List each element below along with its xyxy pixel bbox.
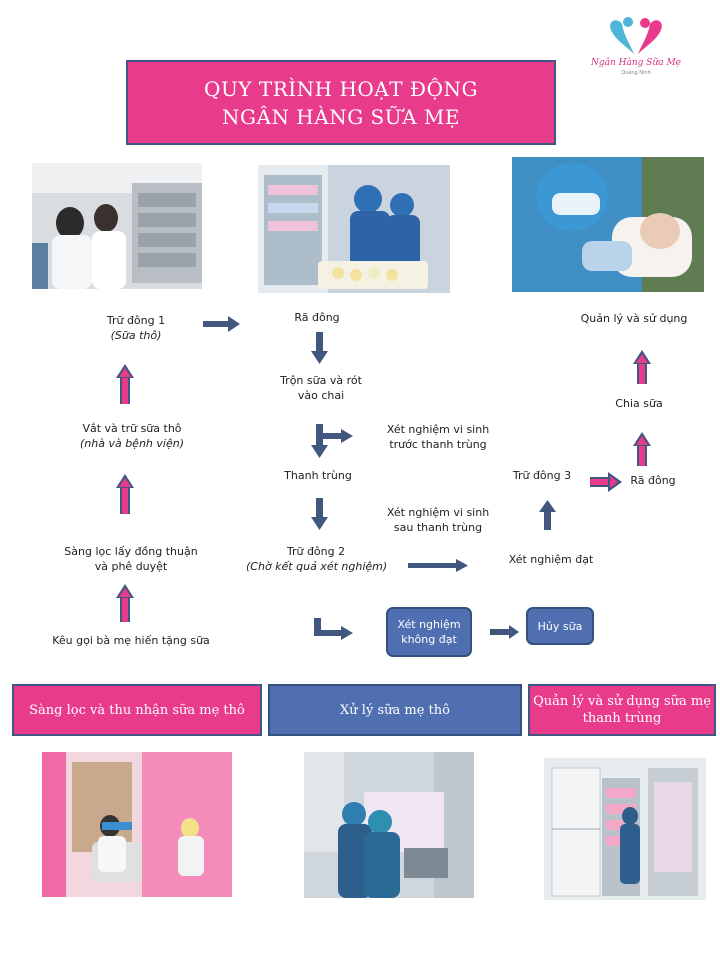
arrow-up-pink-5 xyxy=(633,350,651,384)
label-chia-sua: Chia sữa xyxy=(615,397,663,410)
arrow-up-blue xyxy=(539,500,556,530)
photo-screening-room xyxy=(42,752,232,897)
arrow-down-1 xyxy=(311,332,328,364)
label-keu-goi: Kêu gọi bà mẹ hiến tặng sữa xyxy=(52,634,210,647)
arrow-up-pink-3 xyxy=(116,584,134,622)
logo: Ngân Hàng Sữa Mẹ Quảng Ninh xyxy=(588,14,684,84)
arrow-down-branch xyxy=(311,424,353,458)
label-quan-ly-su-dung: Quản lý và sử dụng xyxy=(580,312,688,325)
label-xn-sau-thanh-trung: Xét nghiệm vi sinh sau thanh trùng xyxy=(386,506,490,534)
label-tron-sua: Trộn sữa và rót vào chai xyxy=(280,374,362,402)
arrow-right-3 xyxy=(490,625,519,639)
label-tru-dong-3: Trữ đông 3 xyxy=(512,469,572,482)
label-sang-loc: Sàng lọc lấy đồng thuận và phê duyệt xyxy=(64,545,198,573)
label-xn-truoc-thanh-trung: Xét nghiệm vi sinh trước thanh trùng xyxy=(386,423,490,451)
stage-2-band: Xử lý sữa mẹ thô xyxy=(268,684,522,736)
logo-subtitle: Quảng Ninh xyxy=(621,70,651,76)
stage-3-band: Quản lý và sử dụng sữa mẹ thanh trùng xyxy=(528,684,716,736)
photo-processing-lab xyxy=(304,752,474,898)
box-huy-sua: Hủy sữa xyxy=(526,607,594,645)
logo-name: Ngân Hàng Sữa Mẹ xyxy=(590,58,682,68)
photo-staff-freezer xyxy=(32,163,202,289)
photo-staff-bottles xyxy=(258,165,450,293)
label-tru-dong-1: Trữ đông 1 (Sữa thô) xyxy=(106,314,166,342)
label-ra-dong-2: Rã đông xyxy=(630,474,676,487)
arrow-up-pink-2 xyxy=(116,474,134,514)
box-xn-khong-dat: Xét nghiệm không đạt xyxy=(386,607,472,657)
arrow-down-2 xyxy=(311,498,328,530)
photo-storage-freezers xyxy=(544,758,706,900)
arrow-up-pink-4 xyxy=(633,432,651,466)
label-thanh-trung: Thanh trùng xyxy=(284,469,352,482)
page-title: QUY TRÌNH HOẠT ĐỘNG NGÂN HÀNG SỮA MẸ xyxy=(126,60,556,145)
mother-baby-icon xyxy=(610,17,662,54)
stage-1-band: Sàng lọc và thu nhận sữa mẹ thô xyxy=(12,684,262,736)
label-tru-dong-2: Trữ đông 2 (Chờ kết quả xét nghiệm) xyxy=(246,545,388,573)
label-ra-dong-1: Rã đông xyxy=(294,311,340,324)
arrow-up-pink-1 xyxy=(116,364,134,404)
title-line-2: NGÂN HÀNG SỮA MẸ xyxy=(222,104,460,129)
arrow-right-pink xyxy=(590,472,622,492)
label-vat-tru-sua: Vắt và trữ sữa thô (nhà và bệnh viện) xyxy=(79,422,184,450)
arrow-right-2 xyxy=(408,559,468,572)
title-line-1: QUY TRÌNH HOẠT ĐỘNG xyxy=(204,76,478,101)
photo-nurse-baby xyxy=(512,157,704,292)
label-xn-dat: Xét nghiệm đạt xyxy=(508,553,594,566)
arrow-l-corner xyxy=(314,618,353,640)
arrow-right-1 xyxy=(203,316,240,332)
